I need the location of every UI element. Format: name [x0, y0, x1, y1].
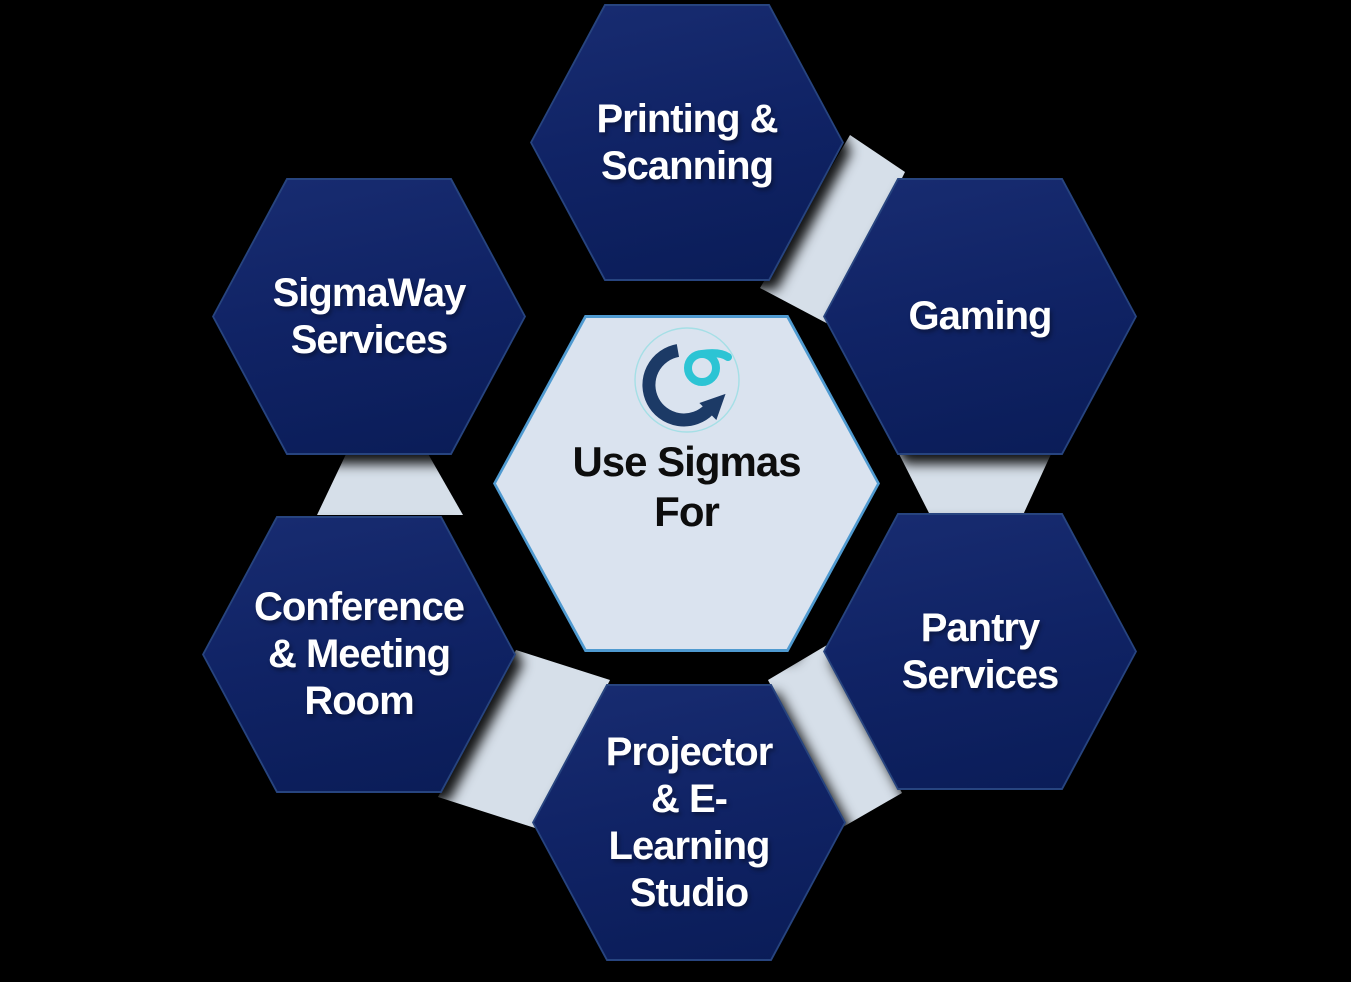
logo-circle-outline — [633, 327, 740, 433]
connector-left — [317, 452, 463, 515]
connector-top-right — [760, 135, 905, 325]
hexagon-pantry-services: Pantry Services — [823, 513, 1137, 790]
sigma-circular-arrow-logo-icon — [633, 327, 740, 433]
hexagon-sigmaway-services: SigmaWay Services — [212, 178, 526, 455]
hexagon-printing-scanning: Printing & Scanning — [530, 4, 844, 281]
connector-bottom-left — [438, 650, 610, 828]
hexagon-fill — [214, 180, 524, 453]
hexagon-label-pantry-services: Pantry Services — [901, 605, 1060, 697]
connector-right — [898, 452, 1052, 515]
hexagon-label-conference-meeting: Conference & Meeting Room — [253, 585, 465, 723]
arrowhead-icon — [698, 393, 726, 421]
sigma-bowl-icon — [683, 350, 720, 386]
hexagon-gaming: Gaming — [823, 178, 1137, 455]
center-content: Use Sigmas For — [493, 315, 880, 652]
center-label: Use Sigmas For — [572, 438, 801, 535]
hexagon-fill — [825, 180, 1135, 453]
hexagon-fill — [534, 686, 844, 959]
hexagon-label-gaming: Gaming — [908, 294, 1053, 338]
hexagon-fill — [825, 515, 1135, 788]
hexagon-label-printing-scanning: Printing & Scanning — [596, 96, 778, 188]
hexagon-projector-elearning: Projector & E- Learning Studio — [532, 684, 846, 961]
hexagon-label-projector-elearning: Projector & E- Learning Studio — [605, 729, 774, 915]
hexagon-label-sigmaway-services: SigmaWay Services — [272, 270, 467, 362]
circular-arrow-icon — [641, 344, 713, 427]
hexagon-conference-meeting: Conference & Meeting Room — [202, 516, 516, 793]
hexagon-fill — [204, 518, 514, 791]
sigma-bar-icon — [697, 349, 732, 361]
connector-bottom-right — [768, 645, 902, 827]
hexagon-center: Use Sigmas For — [493, 315, 880, 652]
hexagon-fill — [532, 6, 842, 279]
